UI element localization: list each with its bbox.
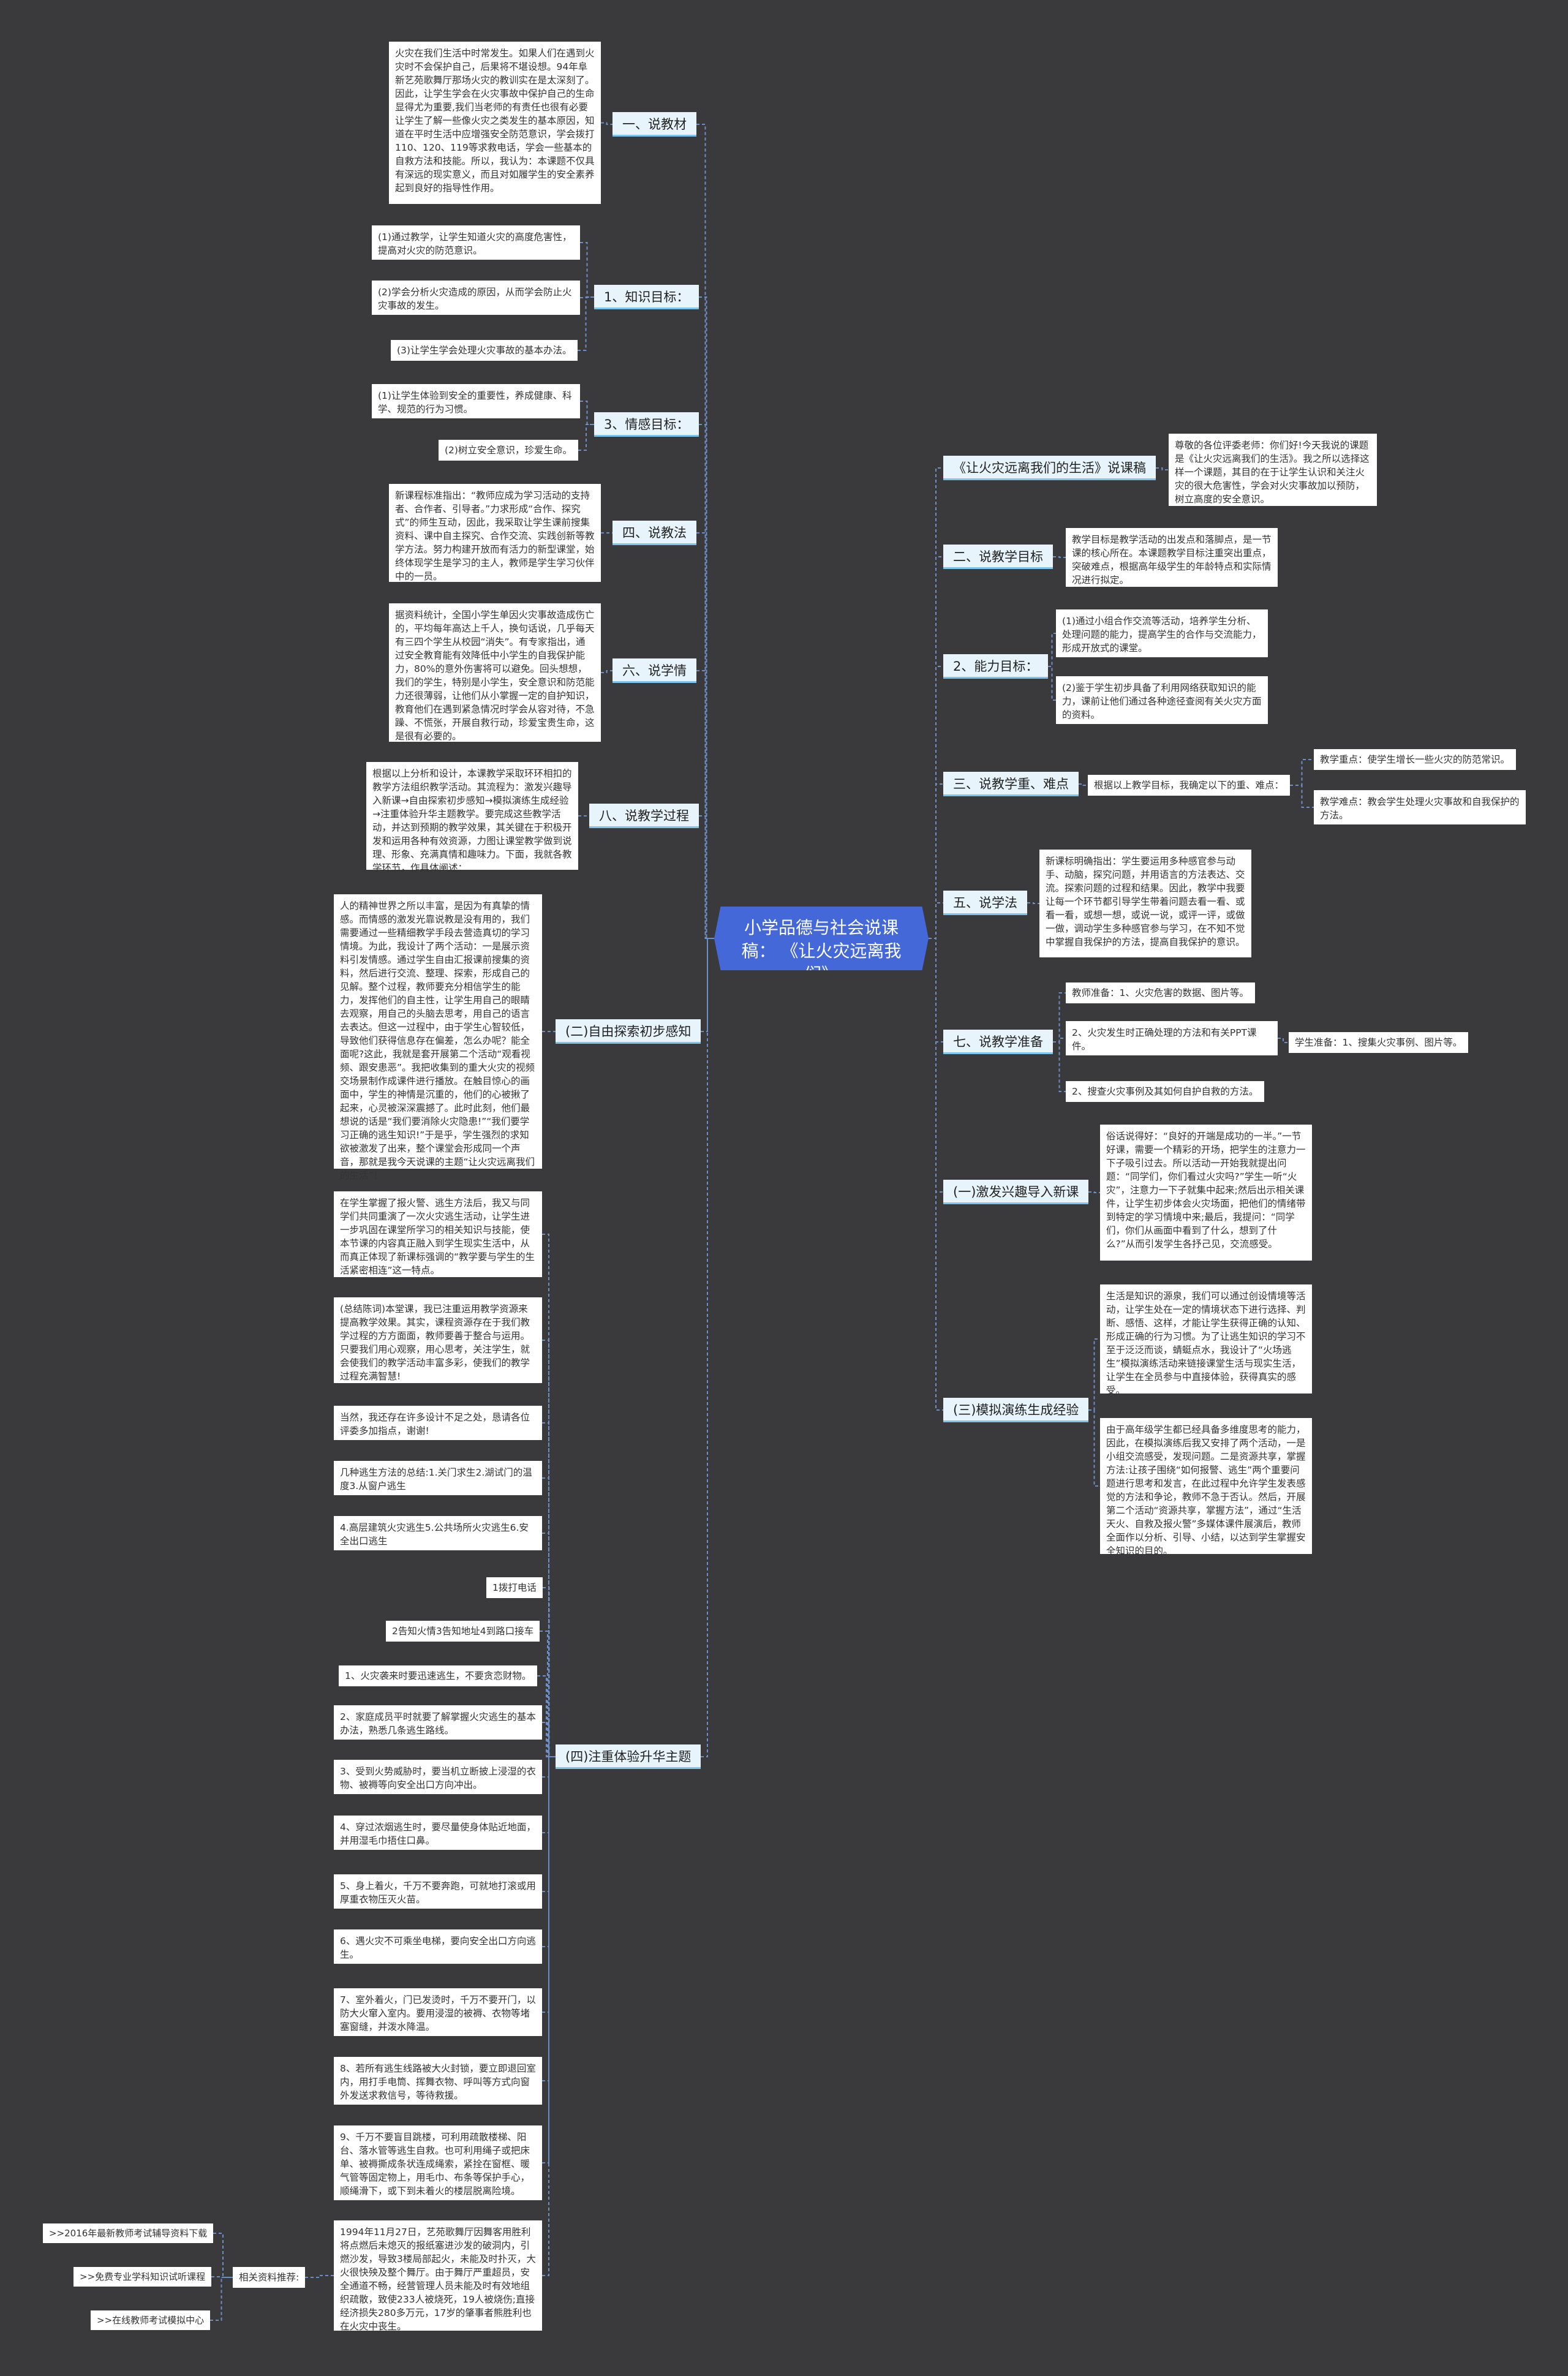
related-resources-label: 相关资料推荐:	[233, 2267, 306, 2288]
link-mock-exam[interactable]: >>在线教师考试模拟中心	[91, 2310, 211, 2330]
connector	[1088, 1409, 1100, 1487]
leaf-learning-method-text: 新课标明确指出：学生要运用多种感官参与动手、动脑，探究问题，并用语言的方法表达、…	[1039, 850, 1251, 957]
leaf-tip-9: 9、千万不要盲目跳楼，可利用疏散楼梯、阳台、落水管等逃生自救。也可利用绳子或把床…	[334, 2125, 542, 2200]
connector	[1048, 633, 1056, 667]
leaf-lesson-intro: 尊敬的各位评委老师：你们好!今天我说的课题是《让火灾远离我们的生活》。我之所以选…	[1169, 434, 1377, 506]
connector	[601, 122, 612, 125]
branch-experience-theme[interactable]: (四)注重体验升华主题	[556, 1744, 701, 1769]
connector	[1053, 1038, 1066, 1043]
branch-ability-goal[interactable]: 2、能力目标：	[943, 654, 1049, 679]
connector	[578, 296, 594, 351]
leaf-emotion-2: (2)树立安全意识，珍爱生命。	[439, 440, 578, 461]
connector	[542, 1722, 556, 1757]
leaf-experience-2: (总结陈词)本堂课，我已注重运用教学资源来提高教学效果。其实，课程资源存在于我们…	[334, 1297, 542, 1383]
branch-simulation-drill[interactable]: (三)模拟演练生成经验	[943, 1398, 1089, 1422]
connector	[1278, 1038, 1289, 1043]
leaf-teacher-prep: 教师准备：1、火灾危害的数据、图片等。	[1066, 982, 1255, 1003]
connector	[699, 815, 714, 939]
central-topic[interactable]: 小学品德与社会说课稿： 《让火灾远离我们》	[714, 907, 929, 970]
leaf-experience-1: 在学生掌握了报火警、逃生方法后，我又与同学们共同重演了一次火灾逃生活动，让学生进…	[334, 1191, 542, 1277]
leaf-exploration-text: 人的精神世界之所以丰富，是因为有真挚的情感。而情感的激发光靠说教是没有用的，我们…	[334, 894, 542, 1181]
connector	[1053, 1041, 1066, 1092]
connector	[1088, 1338, 1100, 1411]
leaf-tip-7: 7、室外着火，门已发烫时，千万不要开门，以防大火窜入室内。要用浸湿的被褥、衣物等…	[334, 1988, 542, 2036]
leaf-drill-1: 生活是知识的源泉，我们可以通过创设情境等活动，让学生处在一定的情境状态下进行选择…	[1100, 1284, 1312, 1396]
leaf-experience-3: 当然，我还存在许多设计不足之处，恳请各位评委多加指点，谢谢!	[334, 1406, 542, 1440]
leaf-report-fire: 2告知火情3告知地址4到路口接车	[386, 1621, 540, 1642]
connector	[1156, 467, 1169, 470]
branch-knowledge-goal[interactable]: 1、知识目标：	[594, 285, 699, 309]
leaf-case-text: 1994年11月27日，艺苑歌舞厅因舞客用胜利将点燃后未熄灭的报纸塞进沙发的破洞…	[334, 2220, 542, 2332]
leaf-difficult-point: 教学难点：教会学生处理火灾事故和自我保护的方法。	[1314, 790, 1526, 824]
branch-free-exploration[interactable]: (二)自由探索初步感知	[556, 1019, 701, 1044]
leaf-tip-6: 6、遇火灾不可乘坐电梯，要向安全出口方向逃生。	[334, 1929, 542, 1964]
leaf-escape-methods-2: 4.高层建筑火灾逃生5.公共场所火灾逃生6.安全出口逃生	[334, 1516, 542, 1550]
connector	[1053, 992, 1066, 1043]
leaf-drill-2: 由于高年级学生都已经具备多维度思考的能力，因此，在模拟演练后我又安排了两个活动，…	[1100, 1418, 1312, 1556]
branch-teaching-method[interactable]: 四、说教法	[612, 521, 696, 545]
leaf-tip-5: 5、身上着火，千万不要奔跑，可就地打滚或用厚重衣物压灭火苗。	[334, 1874, 542, 1909]
leaf-situation-text: 据资料统计，全国小学生单因火灾事故造成伤亡的，平均每年高达上千人，换句话说，几乎…	[389, 603, 601, 742]
leaf-escape-methods-1: 几种逃生方法的总结:1.关门求生2.湖试门的温度3.从窗户逃生	[334, 1461, 542, 1495]
connector	[213, 2233, 233, 2278]
leaf-tip-4: 4、穿过浓烟逃生时，要尽量使身体贴近地面，并用湿毛巾捂住口鼻。	[334, 1816, 542, 1850]
leaf-key-point: 教学重点：使学生增长一些火灾的防范常识。	[1314, 749, 1517, 770]
leaf-intro-text: 俗话说得好：“良好的开端是成功的一半。”一节好课，需要一个精彩的开场，把学生的注…	[1100, 1125, 1312, 1261]
leaf-ability-2: (2)鉴于学生初步具备了利用网络获取知识的能力，课前让他们通过各种途径查阅有关火…	[1056, 676, 1268, 724]
leaf-material-text: 火灾在我们生活中时常发生。如果人们在遇到火灾时不会保护自己，后果将不堪设想。94…	[389, 42, 601, 204]
branch-student-situation[interactable]: 六、说学情	[612, 658, 696, 683]
leaf-process-text: 根据以上分析和设计，本课教学采取环环相扣的教学方法组织教学活动。其流程为：激发兴…	[366, 762, 578, 873]
leaf-knowledge-3: (3)让学生学会处理火灾事故的基本办法。	[391, 340, 578, 361]
connector	[701, 938, 714, 1757]
leaf-ability-1: (1)通过小组合作交流等活动，培养学生分析、处理问题的能力，提高学生的合作与交流…	[1056, 609, 1268, 657]
connector	[542, 1756, 556, 2276]
leaf-student-prep: 学生准备：1、搜集火灾事例、图片等。	[1289, 1032, 1469, 1053]
branch-learning-method[interactable]: 五、说学法	[943, 891, 1027, 915]
leaf-method-text: 新课程标准指出：“教师应成为学习活动的支持者、合作者、引导者。”力求形成“合作、…	[389, 484, 601, 582]
connector	[305, 2275, 334, 2278]
connector	[543, 1587, 556, 1757]
connector	[578, 424, 594, 451]
connector	[580, 242, 594, 298]
leaf-key-points-intro: 根据以上教学目标，我确定以下的重、难点：	[1088, 775, 1291, 796]
connector	[1079, 783, 1088, 786]
link-free-course[interactable]: >>免费专业学科知识试听课程	[74, 2267, 212, 2287]
leaf-knowledge-1: (1)通过教学，让学生知道火灾的高度危害性，提高对火灾的防范意识。	[372, 225, 580, 260]
leaf-call-phone: 1拨打电话	[486, 1577, 543, 1598]
leaf-tip-8: 8、若所有逃生线路被大火封锁，要立即退回室内，用打手电筒、挥舞衣物、呼叫等方式向…	[334, 2057, 542, 2105]
branch-lesson-title[interactable]: 《让火灾远离我们的生活》说课稿	[943, 456, 1156, 480]
connector	[1088, 1191, 1100, 1193]
connector	[929, 556, 943, 939]
connector	[929, 938, 943, 1411]
leaf-emotion-1: (1)让学生体验到安全的重要性，养成健康、科学、规范的行为习惯。	[372, 384, 580, 418]
connector	[601, 670, 612, 673]
connector	[1048, 666, 1056, 701]
branch-teaching-process[interactable]: 八、说教学过程	[589, 804, 699, 828]
connector	[210, 2277, 233, 2321]
link-teacher-exam-materials[interactable]: >>2016年最新教师考试辅导资料下载	[43, 2223, 214, 2243]
connector	[580, 401, 594, 425]
connector	[929, 902, 943, 939]
connector	[699, 424, 714, 939]
leaf-goals-text: 教学目标是教学活动的出发点和落脚点，是一节课的核心所在。本课题教学目标注重突出重…	[1066, 528, 1278, 587]
connector	[929, 783, 943, 939]
leaf-prep-ppt: 2、火灾发生时正确处理的方法和有关PPT课件。	[1066, 1021, 1278, 1055]
leaf-knowledge-2: (2)学会分析火灾造成的原因，从而学会防止火灾事故的发生。	[372, 281, 580, 315]
branch-key-points[interactable]: 三、说教学重、难点	[943, 772, 1079, 796]
leaf-tip-1: 1、火灾袭来时要迅速逃生，不要贪恋财物。	[339, 1665, 538, 1686]
leaf-tip-2: 2、家庭成员平时就要了解掌握火灾逃生的基本办法，熟悉几条逃生路线。	[334, 1705, 542, 1740]
branch-teaching-prep[interactable]: 七、说教学准备	[943, 1030, 1053, 1054]
branch-teaching-material[interactable]: 一、说教材	[612, 112, 696, 137]
leaf-prep-cases: 2、搜查火灾事例及其如何自护自救的方法。	[1066, 1081, 1265, 1102]
branch-interest-intro[interactable]: (一)激发兴趣导入新课	[943, 1180, 1089, 1204]
connector	[1290, 759, 1314, 786]
connector	[1290, 785, 1314, 808]
leaf-tip-3: 3、受到火势威胁时，要当机立断披上浸湿的衣物、被褥等向安全出口方向冲出。	[334, 1760, 542, 1794]
branch-emotion-goal[interactable]: 3、情感目标：	[594, 412, 699, 437]
branch-teaching-goals[interactable]: 二、说教学目标	[943, 545, 1053, 569]
